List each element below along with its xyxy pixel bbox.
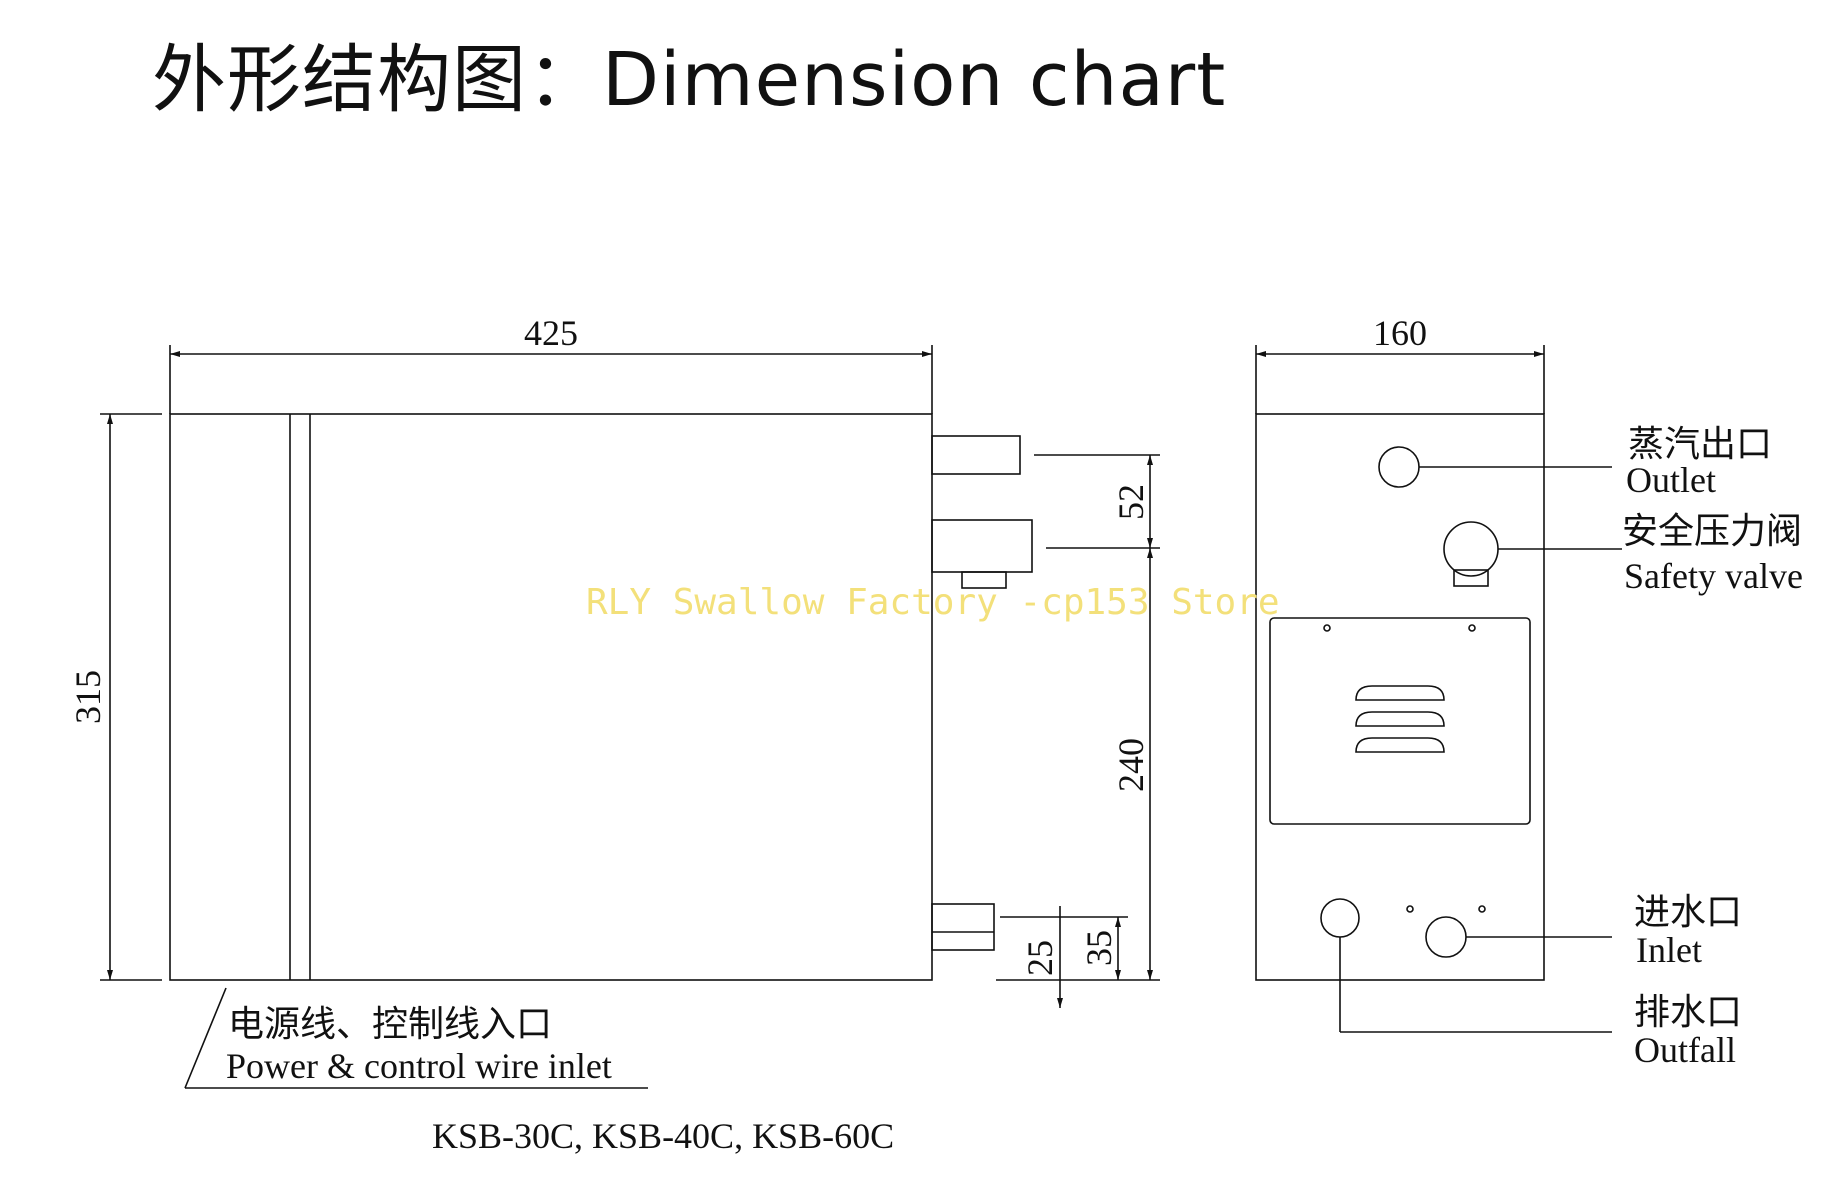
- label-outfall-cn: 排水口: [1634, 992, 1742, 1032]
- safety-valve: [1443, 521, 1499, 577]
- dim-width-front: 425: [524, 313, 578, 353]
- control-panel: [1269, 617, 1531, 825]
- side-view-body: [1255, 413, 1545, 981]
- model-list: KSB-30C, KSB-40C, KSB-60C: [432, 1116, 894, 1156]
- outlet-pipe: [931, 435, 1021, 475]
- inlet-port: [1425, 916, 1467, 958]
- label-power-en: Power & control wire inlet: [226, 1046, 612, 1086]
- dim-25: 25: [1020, 940, 1060, 976]
- dim-240: 240: [1111, 738, 1151, 792]
- label-outfall-en: Outfall: [1634, 1030, 1736, 1070]
- vent-slot: [1355, 685, 1445, 701]
- outfall-port: [1320, 898, 1360, 938]
- inlet-pipe: [931, 903, 995, 951]
- safety-valve-pipe: [931, 519, 1033, 573]
- page-title: 外形结构图：Dimension chart: [152, 37, 1227, 123]
- dim-outlet-gap: 52: [1111, 484, 1151, 520]
- vent-slot: [1355, 737, 1445, 753]
- label-power-cn: 电源线、控制线入口: [228, 1004, 552, 1044]
- dim-width-side: 160: [1373, 313, 1427, 353]
- outlet-port: [1378, 446, 1420, 488]
- label-safety-en: Safety valve: [1624, 556, 1803, 596]
- label-inlet-en: Inlet: [1636, 930, 1702, 970]
- label-inlet-cn: 进水口: [1634, 892, 1742, 932]
- front-view-body: [169, 413, 933, 981]
- vent-slot: [1355, 711, 1445, 727]
- label-outlet-cn: 蒸汽出口: [1628, 424, 1772, 464]
- dim-35: 35: [1079, 930, 1119, 966]
- label-safety-cn: 安全压力阀: [1622, 511, 1802, 551]
- watermark: RLY Swallow Factory -cp153 Store: [586, 582, 1280, 623]
- dim-height-front: 315: [68, 670, 108, 724]
- label-outlet-en: Outlet: [1626, 460, 1716, 500]
